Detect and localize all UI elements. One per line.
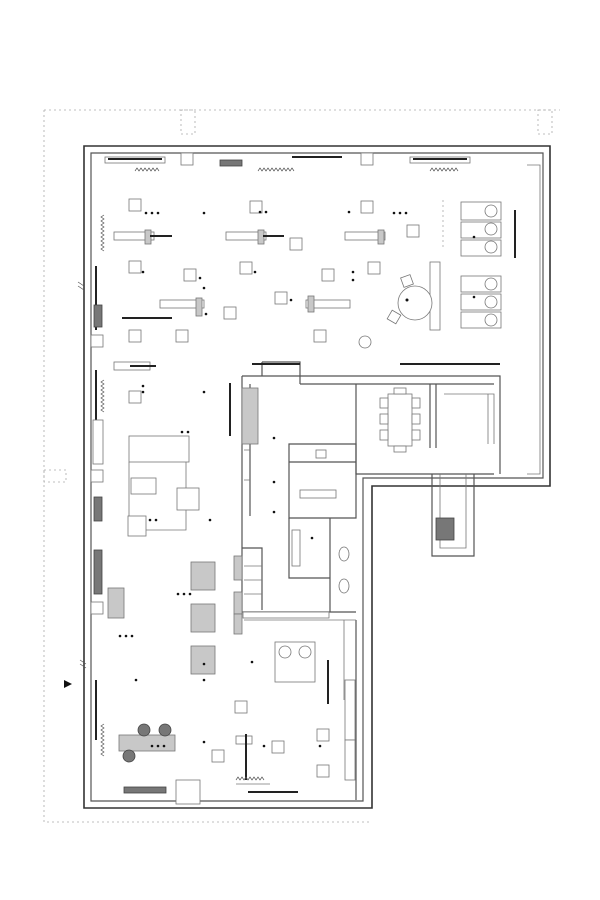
round-meeting-table <box>358 261 441 349</box>
detail-dots <box>118 210 476 748</box>
task-chairs <box>128 198 420 778</box>
window-markers <box>90 152 471 805</box>
workstation-cluster-south <box>118 723 270 785</box>
lounge-seating-ne <box>460 201 516 329</box>
workstation-cluster-north <box>113 229 386 371</box>
lift-shaft <box>431 474 475 557</box>
wet-rooms <box>244 449 350 595</box>
exterior-walls <box>83 145 551 809</box>
core-walls <box>229 361 501 800</box>
north-arrow-icon <box>64 680 72 688</box>
radiators <box>77 167 459 757</box>
site-boundary <box>43 109 560 823</box>
lounge-seating-south <box>274 641 356 781</box>
reception-area <box>107 435 200 619</box>
conference-table <box>379 387 495 453</box>
storage-cabinets <box>190 555 243 675</box>
